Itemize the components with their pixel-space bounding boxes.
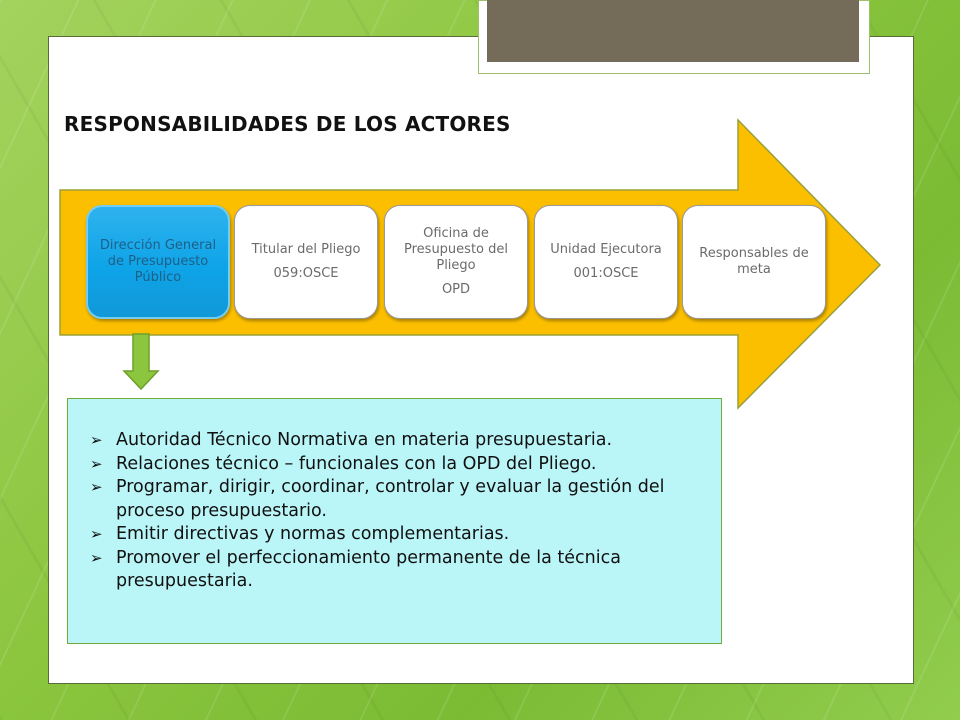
arrow-bullet-icon: ➢: [90, 525, 103, 543]
arrow-bullet-icon: ➢: [90, 548, 103, 567]
actor-label: Responsables de meta: [699, 246, 809, 277]
actor-oficina-presupuesto[interactable]: Oficina de Presupuesto del Pliego OPD: [384, 205, 528, 319]
actor-code: 059:OSCE: [273, 266, 339, 281]
list-item: ➢Autoridad Técnico Normativa en materia …: [78, 429, 697, 453]
list-item: ➢Programar, dirigir, coordinar, controla…: [90, 477, 665, 521]
actor-label: Titular del Pliego: [251, 242, 361, 257]
list-item: ➢Relaciones técnico – funcionales con la…: [78, 453, 697, 477]
arrow-bullet-icon: ➢: [90, 454, 103, 473]
arrow-bullet-icon: ➢: [90, 431, 103, 449]
actor-code: OPD: [441, 282, 471, 297]
list-item: ➢Emitir directivas y normas complementar…: [78, 523, 697, 547]
responsibilities-box: ➢Autoridad Técnico Normativa en materia …: [67, 398, 722, 644]
slide-title: RESPONSABILIDADES DE LOS ACTORES: [64, 112, 511, 136]
actor-label: Unidad Ejecutora: [550, 242, 662, 257]
actor-label: Oficina de Presupuesto del Pliego: [404, 226, 508, 273]
list-item: ➢Promover el perfeccionamiento permanent…: [90, 547, 621, 592]
down-arrow-icon: [122, 333, 160, 391]
actor-responsables-meta[interactable]: Responsables de meta: [682, 205, 826, 319]
responsibilities-list: ➢Autoridad Técnico Normativa en materia …: [78, 429, 697, 594]
header-box: [487, 0, 859, 62]
actor-unidad-ejecutora[interactable]: Unidad Ejecutora 001:OSCE: [534, 205, 678, 319]
arrow-bullet-icon: ➢: [90, 478, 103, 496]
actor-code: 001:OSCE: [573, 266, 639, 281]
actor-titular-pliego[interactable]: Titular del Pliego 059:OSCE: [234, 205, 378, 319]
actor-dgpp[interactable]: Dirección General de Presupuesto Público: [86, 205, 230, 319]
actor-label: Dirección General de Presupuesto Público: [99, 238, 217, 285]
